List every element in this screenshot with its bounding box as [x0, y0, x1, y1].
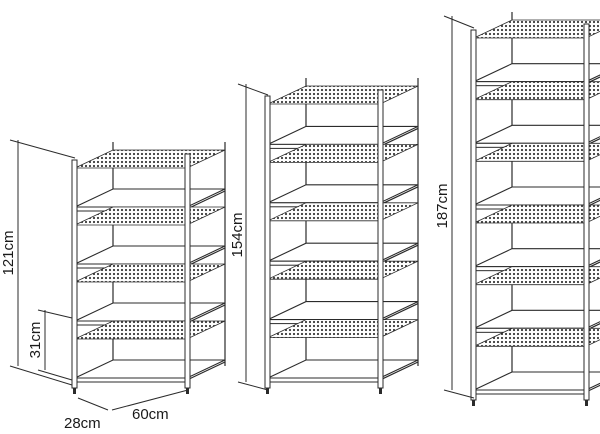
side-rail	[585, 199, 600, 208]
front-left-post	[470, 29, 477, 401]
mesh-panel	[473, 142, 600, 162]
side-rail	[186, 361, 226, 381]
shelf-board	[267, 184, 419, 204]
front-left-post	[71, 159, 78, 389]
mesh-panel	[473, 204, 600, 224]
large-height-tick-bottom	[443, 389, 475, 399]
shelf-gap-tick-bottom	[37, 369, 73, 381]
width-line	[111, 389, 189, 411]
mesh-panel	[473, 327, 600, 347]
width-label: 60cm	[132, 406, 169, 423]
depth-line	[77, 397, 109, 411]
side-rail	[585, 138, 600, 146]
side-rail	[379, 303, 419, 323]
small-height-tick-bottom	[9, 365, 73, 386]
mesh-panel	[473, 266, 600, 286]
foot	[379, 388, 382, 394]
shelf-board	[473, 186, 600, 206]
foot	[186, 388, 189, 394]
side-rail	[585, 76, 600, 85]
shelf-board	[74, 302, 226, 322]
side-rail	[585, 323, 600, 331]
side-rail	[186, 190, 226, 210]
foot	[472, 400, 475, 406]
shelf-board	[74, 359, 226, 379]
shelf-board	[267, 242, 419, 262]
shelf-board	[473, 248, 600, 268]
foot	[73, 388, 76, 394]
side-rail	[379, 361, 419, 381]
medium-height-label: 154cm	[229, 212, 246, 257]
mesh-panel	[267, 85, 419, 105]
medium-height-tick-bottom	[237, 381, 269, 391]
side-rail	[186, 247, 226, 267]
shelf-board	[473, 63, 600, 83]
front-right-post	[184, 153, 191, 389]
shelf-gap-tick-top	[37, 309, 73, 319]
shelf-gap-label: 31cm	[27, 322, 44, 359]
shelf-board	[74, 245, 226, 265]
shelf-board	[473, 124, 600, 144]
mesh-panel	[74, 149, 226, 169]
shelf-board	[74, 188, 226, 208]
small-height-tick-top	[9, 139, 76, 159]
shelf-unit-small	[71, 142, 226, 394]
shelf-unit-large	[470, 12, 600, 406]
dimension-lines	[9, 15, 475, 411]
medium-height-tick-top	[237, 83, 269, 96]
mesh-panel	[473, 19, 600, 39]
shelf-board	[473, 309, 600, 329]
shelf-unit-medium	[264, 78, 419, 394]
side-rail	[585, 261, 600, 270]
small-height-label: 121cm	[0, 230, 17, 275]
side-rail	[186, 304, 226, 324]
front-right-post	[377, 89, 384, 389]
front-left-post	[264, 95, 271, 389]
shelf-board	[473, 371, 600, 391]
side-rail	[379, 186, 419, 206]
side-rail	[585, 384, 600, 393]
large-height-label: 187cm	[434, 183, 451, 228]
depth-label: 28cm	[64, 415, 101, 432]
side-rail	[379, 244, 419, 264]
foot	[585, 400, 588, 406]
side-rail	[379, 127, 419, 147]
mesh-panel	[473, 81, 600, 101]
shelf-board	[267, 301, 419, 321]
shelf-edge	[473, 389, 587, 395]
large-height-tick-top	[443, 15, 475, 29]
shelf-edge	[74, 377, 188, 383]
shelf-edge	[267, 377, 381, 383]
front-right-post	[583, 23, 590, 401]
shelf-board	[267, 125, 419, 145]
shelf-board	[267, 359, 419, 379]
foot	[266, 388, 269, 394]
